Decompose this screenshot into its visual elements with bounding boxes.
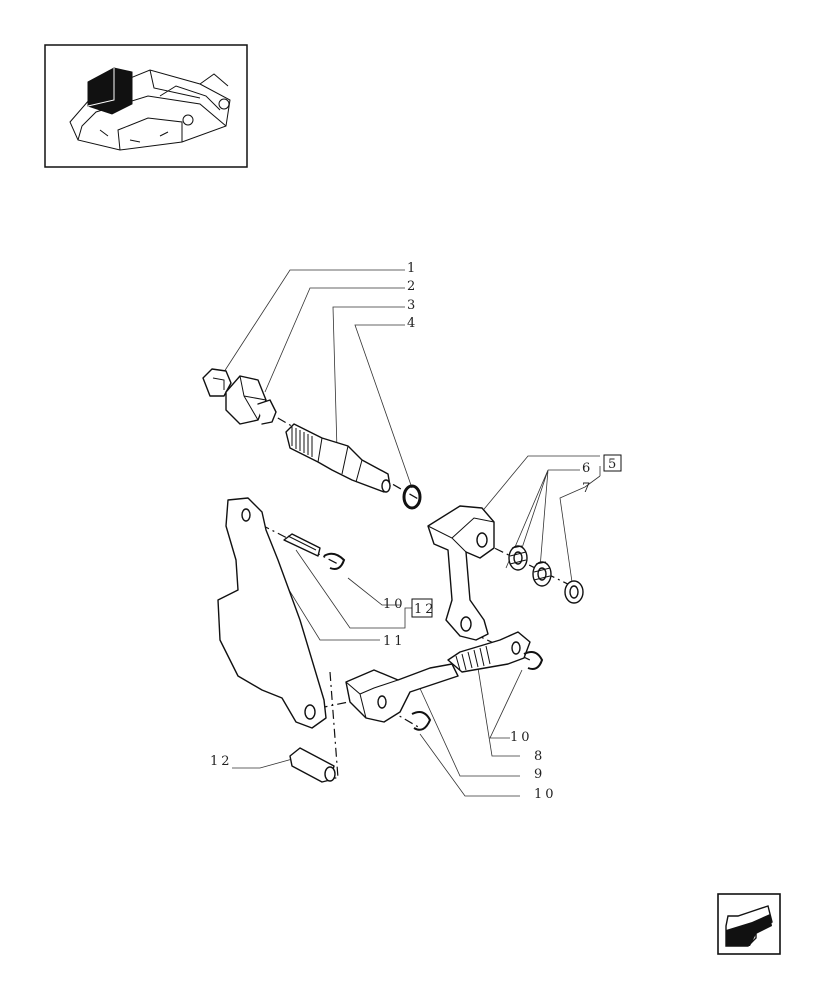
callout-6: 6 [582,461,593,476]
callout-5: 5 [608,457,619,472]
callout-9: 9 [534,767,545,782]
part-pin-upper [283,533,321,557]
part-pivot-shaft [285,423,391,493]
callout-10-upper: 10 [383,597,406,612]
part-needle-bearing-right [532,561,552,587]
leader-lines [221,269,601,797]
thumbnail-frame [44,44,248,168]
part-nut [202,368,232,397]
part-clip-lower [411,711,432,731]
callout-12-boxed: 12 [414,602,437,617]
part-lever-arm [427,505,495,641]
part-bushing-nut [225,375,277,425]
callout-4: 4 [407,316,418,331]
callout-8: 8 [534,749,545,764]
callout-12-left: 12 [210,754,233,769]
callout-11: 11 [383,634,406,649]
tractor-rear-lift-thumbnail-icon [69,67,231,151]
part-clip-right [523,651,544,670]
callout-7: 7 [582,481,593,496]
previous-page-arrow-icon[interactable] [717,893,781,955]
part-o-ring [402,484,422,510]
callout-2: 2 [407,279,418,294]
callout-labels: 1 2 3 4 5 6 7 10 12 11 10 8 9 10 12 [210,261,622,802]
callout-10-right: 10 [510,730,533,745]
part-washer [564,580,584,604]
part-needle-bearing-left [508,545,528,571]
part-sector-plate [217,497,327,729]
part-pin-lower [289,747,336,783]
callout-3: 3 [407,298,418,313]
part-threaded-rod [447,631,531,673]
callout-10-bottom: 10 [534,787,557,802]
part-clevis [345,663,459,723]
part-clip-upper [323,552,346,570]
callout-1: 1 [407,261,418,276]
